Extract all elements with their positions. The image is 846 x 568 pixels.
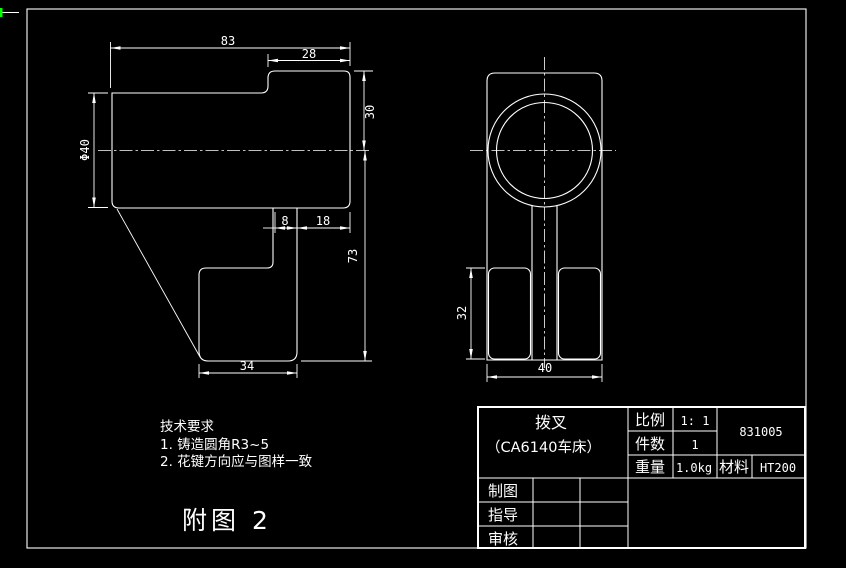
dim-web-thickness: 8: [281, 214, 288, 228]
dim-width-total: 83: [221, 34, 235, 48]
scale-label: 比例: [635, 411, 665, 429]
sig-row-drafter: 制图: [488, 482, 518, 500]
slant-edge: [116, 208, 201, 358]
technical-requirements: 技术要求 1. 铸造圆角R3~5 2. 花键方向应与图样一致: [160, 419, 313, 470]
figure-caption: 附图 2: [182, 506, 272, 535]
sheet-border: [26, 8, 807, 549]
sig-row-checker: 审核: [488, 530, 518, 548]
dim-fork-width: 40: [538, 361, 552, 375]
front-view: 32 40: [455, 57, 616, 382]
section-view: 83 28 Φ40 30 73 8 18 34: [78, 34, 377, 378]
dim-boss-height: 30: [363, 105, 377, 119]
dim-boss-width: 28: [302, 47, 316, 61]
dim-foot-height: 32: [455, 306, 469, 320]
tech-req-item-1: 1. 铸造圆角R3~5: [160, 437, 269, 453]
weight-value: 1.0kg: [676, 461, 712, 475]
title-block: 拨叉 （CA6140车床） 比例 1: 1 件数 1 重量 1.0kg 材料 H…: [477, 406, 806, 549]
material-label: 材料: [719, 458, 749, 476]
dim-height-lower: 73: [346, 249, 360, 263]
part-name: 拨叉: [535, 413, 567, 432]
dim-foot-width: 34: [240, 359, 254, 373]
right-foot-pocket: [557, 267, 602, 360]
qty-value: 1: [691, 438, 698, 452]
sig-row-advisor: 指导: [488, 506, 518, 524]
material-value: HT200: [760, 461, 796, 475]
dim-hub-dia: Φ40: [78, 139, 92, 161]
drawing-number: 831005: [739, 425, 782, 439]
left-foot-pocket: [487, 267, 532, 360]
hub-section: [111, 70, 351, 209]
fork-outline: [486, 72, 603, 361]
crosshair-cursor-icon: [0, 8, 19, 17]
weight-label: 重量: [635, 458, 665, 476]
web-foot-section: [198, 207, 298, 362]
tech-req-item-2: 2. 花键方向应与图样一致: [160, 453, 313, 470]
dim-rib-width: 18: [316, 214, 330, 228]
qty-label: 件数: [635, 435, 665, 453]
tech-req-title: 技术要求: [160, 419, 214, 435]
scale-value: 1: 1: [681, 414, 710, 428]
part-machine: （CA6140车床）: [486, 439, 601, 456]
